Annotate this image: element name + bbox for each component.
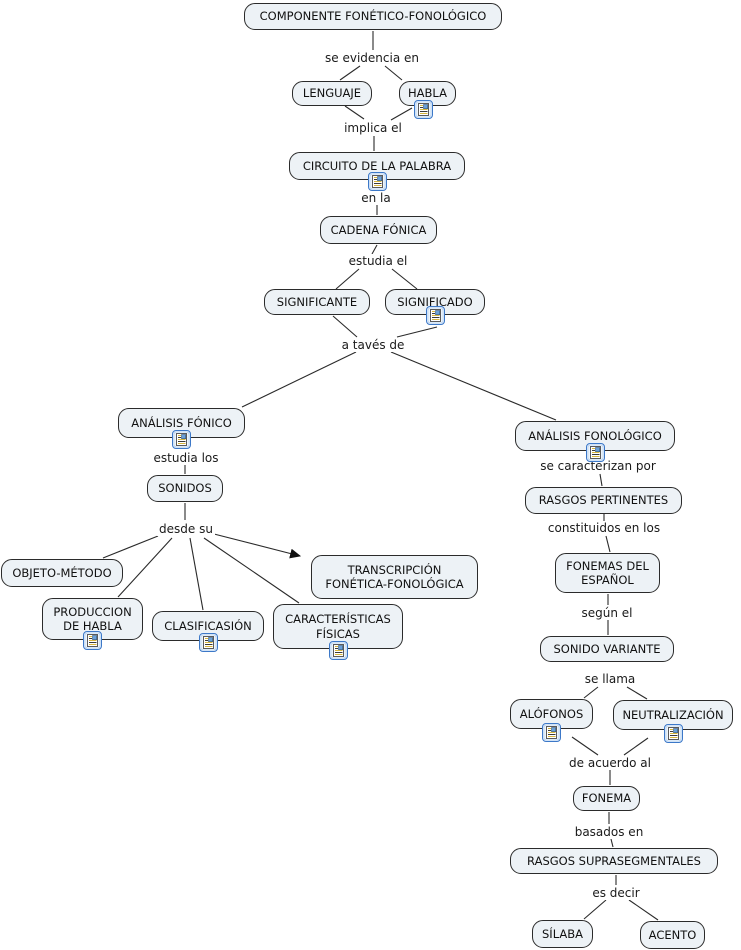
node-transcripcion-fonetica-fonologica[interactable]: TRANSCRIPCIÓN FONÉTICA-FONOLÓGICA bbox=[311, 555, 478, 599]
document-resource-glyph bbox=[426, 306, 445, 325]
linking-phrase-estudia-los[interactable]: estudia los bbox=[151, 451, 221, 465]
document-resource-glyph bbox=[172, 430, 191, 449]
node-significante[interactable]: SIGNIFICANTE bbox=[264, 289, 370, 315]
node-label: FONEMAS DEL ESPAÑOL bbox=[566, 558, 649, 587]
linking-phrase-segun-el[interactable]: según el bbox=[579, 606, 635, 620]
node-label: OBJETO-MÉTODO bbox=[12, 565, 112, 580]
node-label: SONIDOS bbox=[158, 481, 212, 496]
node-label: CARACTERÍSTICAS FÍSICAS bbox=[285, 612, 391, 641]
node-lenguaje[interactable]: LENGUAJE bbox=[292, 81, 372, 106]
linking-phrase-se-evidencia-en[interactable]: se evidencia en bbox=[323, 51, 421, 65]
node-label: PRODUCCION DE HABLA bbox=[53, 604, 132, 633]
node-label: LENGUAJE bbox=[302, 86, 362, 101]
document-resource-icon[interactable] bbox=[368, 172, 387, 191]
node-sonido-variante[interactable]: SONIDO VARIANTE bbox=[540, 636, 674, 662]
node-produccion-de-habla[interactable]: PRODUCCION DE HABLA bbox=[42, 598, 143, 640]
node-label: RASGOS PERTINENTES bbox=[538, 493, 669, 508]
document-resource-glyph bbox=[414, 100, 433, 119]
document-resource-icon[interactable] bbox=[586, 443, 605, 462]
document-resource-icon[interactable] bbox=[172, 430, 191, 449]
node-label: TRANSCRIPCIÓN FONÉTICA-FONOLÓGICA bbox=[325, 562, 464, 591]
node-label: FONEMA bbox=[581, 791, 632, 806]
node-label: SONIDO VARIANTE bbox=[553, 641, 661, 656]
document-resource-glyph bbox=[542, 723, 561, 742]
document-resource-icon[interactable] bbox=[83, 631, 102, 650]
linking-phrase-en-la[interactable]: en la bbox=[359, 191, 393, 205]
document-resource-icon[interactable] bbox=[426, 306, 445, 325]
linking-phrase-se-caracterizan-por[interactable]: se caracterizan por bbox=[538, 459, 658, 473]
linking-phrase-constituidos-en-los[interactable]: constituidos en los bbox=[545, 521, 663, 535]
node-label: SIGNIFICANTE bbox=[276, 294, 358, 309]
node-label: NEUTRALIZACIÓN bbox=[622, 707, 724, 722]
node-fonemas-del-espanol[interactable]: FONEMAS DEL ESPAÑOL bbox=[555, 553, 660, 593]
linking-phrase-desde-su[interactable]: desde su bbox=[157, 522, 215, 536]
node-label: ANÁLISIS FÓNICO bbox=[131, 415, 232, 430]
linking-phrase-es-decir[interactable]: es decir bbox=[590, 886, 642, 900]
document-resource-glyph bbox=[664, 724, 683, 743]
node-componente-fonetico-fonologico[interactable]: COMPONENTE FONÉTICO-FONOLÓGICO bbox=[244, 3, 502, 30]
document-resource-icon[interactable] bbox=[329, 641, 348, 660]
document-resource-icon[interactable] bbox=[664, 724, 683, 743]
linking-phrase-se-llama[interactable]: se llama bbox=[582, 672, 638, 686]
node-label: COMPONENTE FONÉTICO-FONOLÓGICO bbox=[259, 9, 487, 24]
node-label: ALÓFONOS bbox=[519, 706, 584, 721]
node-objeto-metodo[interactable]: OBJETO-MÉTODO bbox=[1, 559, 123, 587]
document-resource-icon[interactable] bbox=[199, 633, 218, 652]
node-rasgos-pertinentes[interactable]: RASGOS PERTINENTES bbox=[525, 487, 682, 514]
node-label: SIGNIFICADO bbox=[397, 294, 473, 309]
node-label: ACENTO bbox=[648, 927, 697, 942]
node-sonidos[interactable]: SONIDOS bbox=[147, 475, 223, 502]
linking-phrase-implica-el[interactable]: implica el bbox=[342, 121, 404, 135]
node-label: SÍLABA bbox=[542, 926, 583, 941]
linking-phrase-de-acuerdo-al[interactable]: de acuerdo al bbox=[567, 756, 653, 770]
node-label: CADENA FÓNICA bbox=[330, 222, 427, 237]
node-label: ANÁLISIS FONOLÓGICO bbox=[528, 428, 662, 443]
node-acento[interactable]: ACENTO bbox=[640, 921, 705, 949]
document-resource-glyph bbox=[368, 172, 387, 191]
document-resource-glyph bbox=[199, 633, 218, 652]
document-resource-icon[interactable] bbox=[414, 100, 433, 119]
document-resource-glyph bbox=[83, 631, 102, 650]
document-resource-glyph bbox=[329, 641, 348, 660]
linking-phrase-estudia-el[interactable]: estudia el bbox=[346, 254, 410, 268]
node-label: RASGOS SUPRASEGMENTALES bbox=[527, 853, 701, 868]
node-label: CIRCUITO DE LA PALABRA bbox=[302, 158, 452, 173]
node-fonema[interactable]: FONEMA bbox=[573, 786, 640, 811]
linking-phrase-basados-en[interactable]: basados en bbox=[572, 825, 646, 839]
node-silaba[interactable]: SÍLABA bbox=[532, 920, 593, 948]
node-neutralizacion[interactable]: NEUTRALIZACIÓN bbox=[613, 700, 733, 730]
linking-phrase-a-taves-de[interactable]: a tavés de bbox=[339, 338, 407, 352]
node-label: CLASIFICASIÓN bbox=[164, 618, 252, 633]
node-rasgos-suprasegmentales[interactable]: RASGOS SUPRASEGMENTALES bbox=[510, 848, 718, 874]
node-label: HABLA bbox=[408, 86, 447, 101]
node-analisis-fonico[interactable]: ANÁLISIS FÓNICO bbox=[118, 408, 245, 438]
document-resource-icon[interactable] bbox=[542, 723, 561, 742]
document-resource-glyph bbox=[586, 443, 605, 462]
node-cadena-fonica[interactable]: CADENA FÓNICA bbox=[320, 216, 437, 244]
